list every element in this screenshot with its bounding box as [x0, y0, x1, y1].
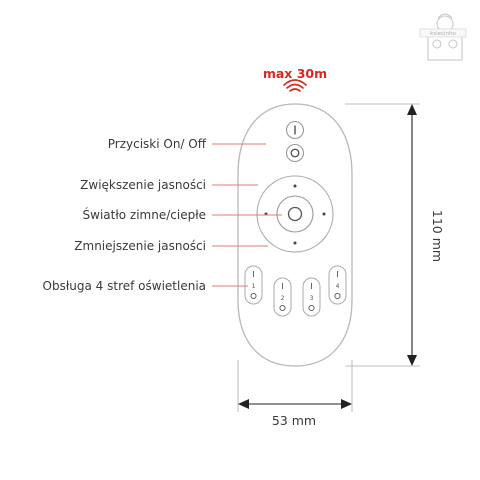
brightness-down-dot [293, 241, 297, 245]
zone-button-3[interactable]: 3 [302, 277, 321, 317]
warm-dot [322, 212, 326, 216]
on-button[interactable] [285, 120, 305, 140]
label-zones: Obsługa 4 stref oświetlenia [43, 279, 206, 293]
zone-button-2[interactable]: 2 [273, 277, 292, 317]
svg-text:4: 4 [336, 283, 340, 290]
label-cold-warm: Światło zimne/ciepłe [83, 207, 206, 222]
svg-text:2: 2 [281, 295, 285, 302]
watermark-logo: ksiecinho [419, 13, 467, 61]
width-label: 53 mm [272, 413, 316, 428]
svg-text:ksiecinho: ksiecinho [430, 31, 456, 37]
label-on-off: Przyciski On/ Off [108, 137, 207, 151]
range-label: max 30m [263, 66, 327, 81]
label-brightness-up: Zwiększenie jasności [80, 178, 206, 192]
width-dimension [237, 360, 353, 412]
off-button[interactable] [285, 143, 305, 163]
zone-button-4[interactable]: 4 [328, 265, 347, 305]
leader-lines [212, 143, 282, 287]
svg-text:1: 1 [252, 283, 256, 290]
height-dimension [345, 103, 420, 367]
zone-button-1[interactable]: 1 [244, 265, 263, 305]
brightness-up-dot [293, 184, 297, 188]
control-wheel[interactable] [256, 175, 334, 253]
label-brightness-down: Zmniejszenie jasności [74, 239, 206, 253]
signal-icon [283, 79, 307, 92]
svg-text:3: 3 [310, 295, 314, 302]
height-label: 110 mm [430, 210, 445, 262]
wheel-center-button [276, 195, 314, 233]
